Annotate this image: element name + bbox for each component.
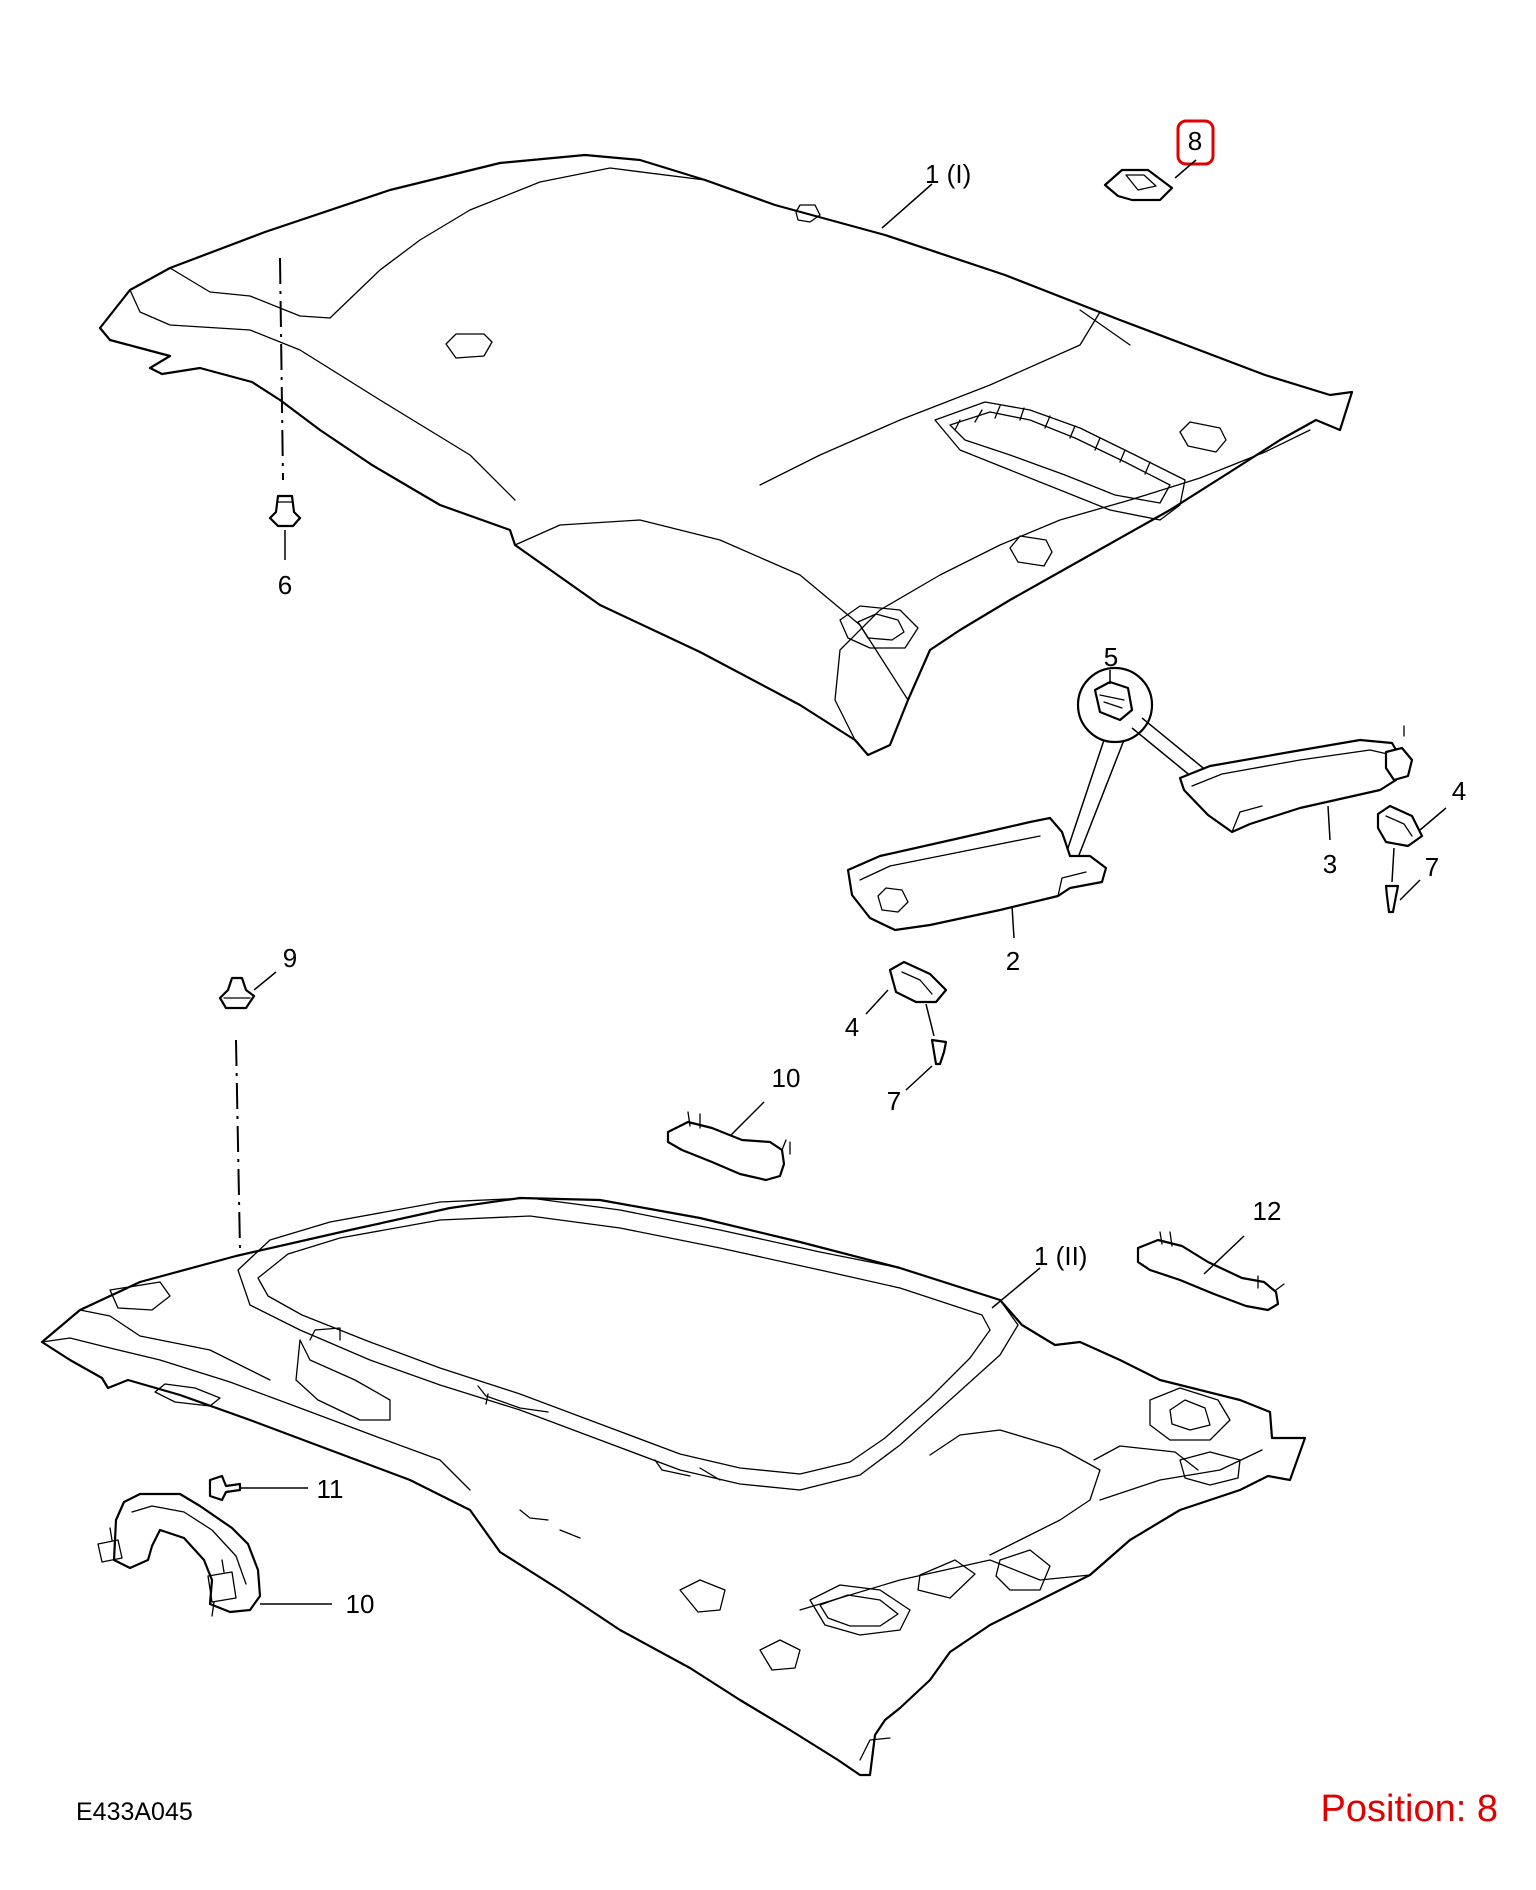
callout-9[interactable]: 9: [283, 943, 297, 973]
callout-7-left[interactable]: 7: [887, 1086, 901, 1116]
leader-10-top: [729, 1101, 765, 1137]
part-9-clip[interactable]: [218, 976, 256, 1010]
part-6-clip[interactable]: [268, 494, 302, 528]
lower-headlining[interactable]: [40, 1196, 1307, 1777]
part-11-screw[interactable]: [208, 1474, 242, 1502]
upper-headlining[interactable]: [98, 153, 1354, 757]
leader-2: [1011, 905, 1015, 939]
callout-10-bottom[interactable]: 10: [346, 1589, 375, 1619]
position-label: Position: 8: [1320, 1788, 1498, 1830]
selected-part-highlight: [1176, 119, 1215, 166]
part-12-grab-handle-right[interactable]: [1136, 1231, 1285, 1312]
part-10-grab-handle-top[interactable]: [666, 1111, 791, 1182]
part-4-bracket-left[interactable]: [888, 960, 948, 1004]
axis-line-7-right: [1391, 847, 1395, 883]
axis-line-6: [279, 257, 284, 481]
leader-4-right: [1419, 807, 1447, 831]
leader-9: [253, 971, 277, 991]
part-4-bracket-right[interactable]: [1376, 804, 1424, 848]
part-7-screw-right[interactable]: [1384, 884, 1400, 914]
leader-7-left: [905, 1065, 933, 1091]
leader-7-right: [1399, 879, 1421, 901]
callout-4-right[interactable]: 4: [1452, 776, 1466, 806]
part-3-sun-visor-right[interactable]: [1178, 725, 1414, 834]
callout-2[interactable]: 2: [1006, 946, 1020, 976]
part-10-grab-handle-bottom[interactable]: [97, 1492, 262, 1617]
callout-5[interactable]: 5: [1104, 642, 1118, 672]
callout-8[interactable]: 8: [1188, 126, 1202, 156]
callout-3[interactable]: 3: [1323, 849, 1337, 879]
callout-7-right[interactable]: 7: [1425, 852, 1439, 882]
axis-line-7-left: [925, 1003, 935, 1037]
leader-3: [1327, 805, 1331, 841]
zoom-lines-5: [1059, 717, 1253, 879]
leader-1-upper: [881, 183, 933, 229]
axis-line-9: [235, 1039, 241, 1251]
callout-1-lower[interactable]: 1 (II): [1034, 1241, 1087, 1271]
leader-1-lower: [991, 1267, 1041, 1309]
callout-1-upper[interactable]: 1 (I): [925, 159, 971, 189]
callout-11[interactable]: 11: [317, 1474, 344, 1504]
leader-8: [1174, 159, 1197, 179]
part-8-clip[interactable]: [1103, 168, 1174, 202]
callout-12[interactable]: 12: [1253, 1196, 1282, 1226]
leader-12: [1203, 1235, 1245, 1275]
part-7-screw-left[interactable]: [930, 1038, 948, 1066]
diagram-code: E433A045: [76, 1798, 193, 1826]
part-2-sun-visor-left[interactable]: [846, 816, 1108, 932]
leader-4-left: [865, 989, 889, 1015]
callout-6[interactable]: 6: [278, 570, 292, 600]
callout-4-left[interactable]: 4: [845, 1012, 859, 1042]
callout-10-top[interactable]: 10: [772, 1063, 801, 1093]
